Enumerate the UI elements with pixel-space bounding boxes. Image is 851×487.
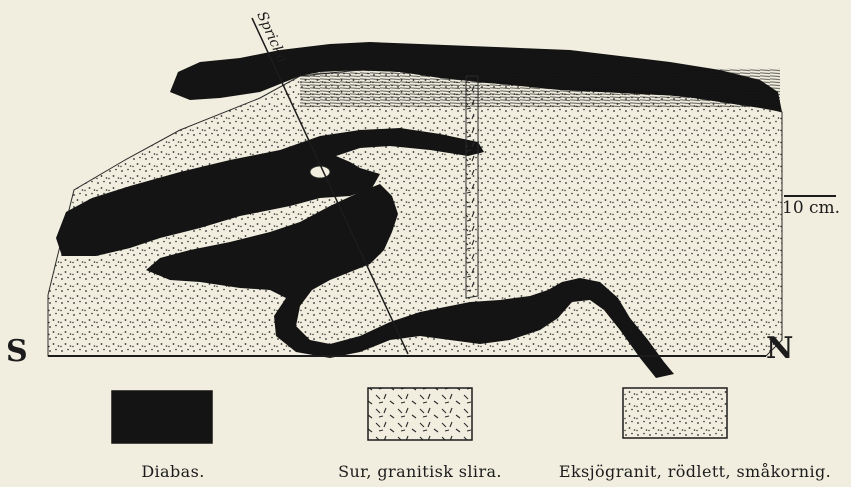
- legend-box-diabas: [112, 391, 212, 443]
- legend-label-diabas: Diabas.: [118, 462, 228, 481]
- scale-label: 10 cm.: [782, 198, 840, 218]
- direction-north-label: N: [766, 331, 793, 366]
- legend-box-sur-granitisk-slira: [368, 388, 472, 440]
- legend-label-eksjogranit: Eksjögranit, rödlett, småkornig.: [545, 462, 845, 481]
- direction-south-label: S: [6, 334, 28, 369]
- legend-label-sur-granitisk-slira: Sur, granitisk slira.: [320, 462, 520, 481]
- granite-inclusion: [310, 166, 330, 178]
- crust-hatching: [300, 68, 780, 108]
- acid-granitic-vein: [466, 76, 478, 298]
- legend-box-eksjogranit: [623, 388, 727, 438]
